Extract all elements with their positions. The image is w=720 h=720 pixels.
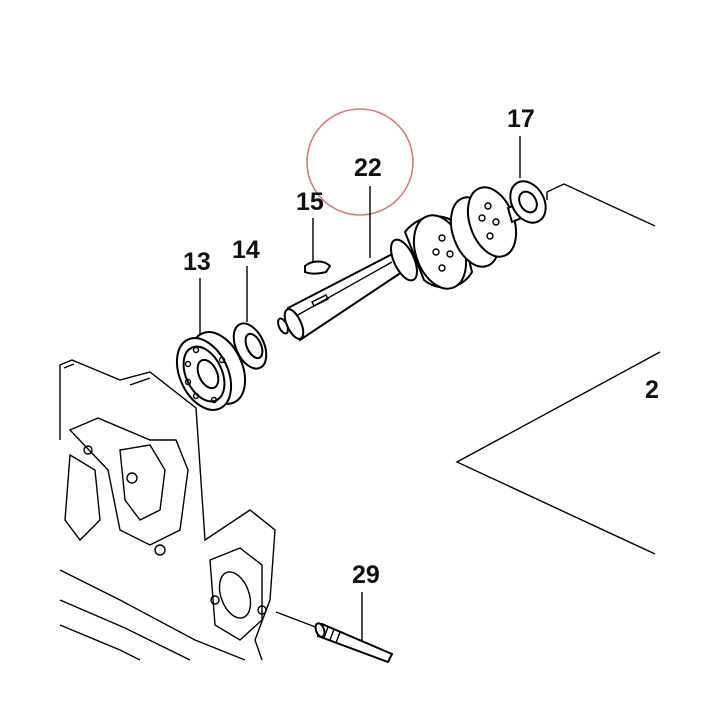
washer-part-14 (232, 322, 268, 370)
seal-part-17 (509, 180, 547, 224)
leader-lines (199, 136, 521, 644)
highlight-circle (306, 108, 414, 216)
bearing-part-13 (175, 331, 247, 411)
label-14: 14 (232, 236, 260, 264)
label-13: 13 (183, 248, 211, 276)
engine-block (59, 359, 276, 661)
key-part-15 (304, 260, 332, 275)
label-17: 17 (507, 105, 535, 133)
label-2: 2 (645, 376, 659, 404)
label-22: 22 (354, 154, 382, 182)
label-15: 15 (296, 188, 324, 216)
label-29: 29 (352, 561, 380, 589)
crankshaft-part-22 (277, 186, 528, 342)
stud-part-29 (275, 611, 394, 664)
housing-outline (455, 183, 661, 555)
